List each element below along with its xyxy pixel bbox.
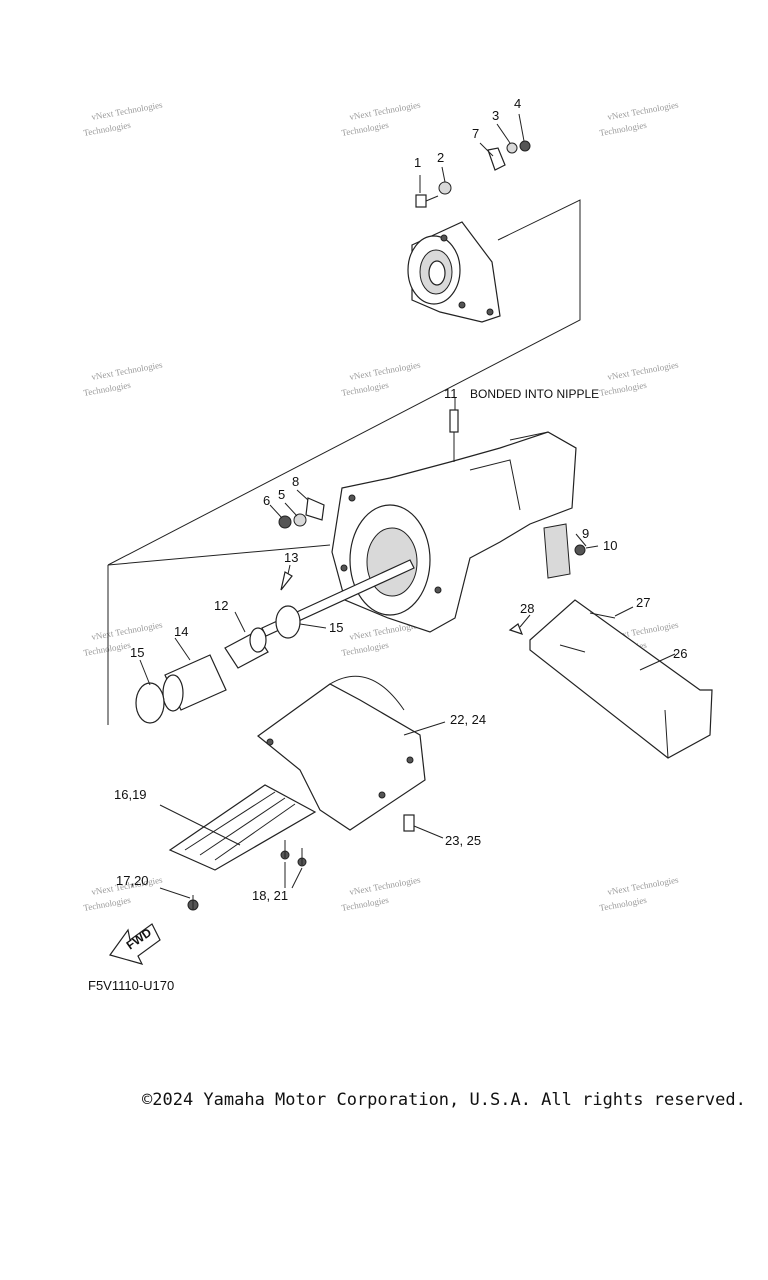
part-6-nut (278, 515, 292, 529)
svg-text:vNext Technologies: vNext Technologies (91, 620, 164, 642)
part-7-plate (487, 147, 506, 171)
part-13-screw (280, 571, 293, 591)
part-22-24-ride-plate (257, 675, 426, 831)
svg-text:vNext Technologies: vNext Technologies (607, 360, 680, 382)
callout-14: 14 (174, 624, 188, 639)
callout-10: 10 (603, 538, 617, 553)
svg-text:vNext Technologies: vNext Technologies (91, 360, 164, 382)
callout-2: 2 (437, 150, 444, 165)
svg-text:vNext Technologies: vNext Technologies (607, 875, 680, 897)
callout-16-19: 16,19 (114, 787, 147, 802)
svg-text:Technologies: Technologies (83, 380, 132, 398)
part-23-25-bolt (403, 814, 415, 832)
part-15-clamp (275, 605, 301, 639)
part-4-nut (519, 140, 531, 152)
exploded-view-lines (107, 199, 581, 725)
svg-text:Technologies: Technologies (599, 380, 648, 398)
callout-6: 6 (263, 493, 270, 508)
callout-1: 1 (414, 155, 421, 170)
part-16-19-intake-grate (168, 784, 317, 871)
svg-text:Technologies: Technologies (341, 640, 390, 658)
svg-text:Technologies: Technologies (599, 895, 648, 913)
part-1-bolt (415, 194, 439, 208)
callout-22-24: 22, 24 (450, 712, 486, 727)
bonded-note: BONDED INTO NIPPLE (470, 387, 599, 401)
fwd-arrow-icon: FWD (109, 923, 161, 965)
part-26-plate (529, 599, 713, 759)
svg-text:vNext Technologies: vNext Technologies (349, 875, 422, 897)
callout-4: 4 (514, 96, 521, 111)
part-14-hose (162, 654, 227, 712)
bearing-housing (407, 221, 501, 323)
copyright-notice: ©2024 Yamaha Motor Corporation, U.S.A. A… (142, 1090, 746, 1110)
svg-text:Technologies: Technologies (341, 895, 390, 913)
callout-26: 26 (673, 646, 687, 661)
callout-13: 13 (284, 550, 298, 565)
svg-text:Technologies: Technologies (341, 120, 390, 138)
callout-15b: 15 (329, 620, 343, 635)
callout-27: 27 (636, 595, 650, 610)
svg-text:Technologies: Technologies (83, 640, 132, 658)
part-8-plate (305, 497, 325, 521)
callout-28: 28 (520, 601, 534, 616)
part-27-screw (589, 612, 616, 619)
part-2-washer (438, 181, 452, 195)
part-3-washer (506, 142, 518, 154)
callout-15a: 15 (130, 645, 144, 660)
part-9-pad (543, 523, 571, 579)
callout-3: 3 (492, 108, 499, 123)
callout-5: 5 (278, 487, 285, 502)
svg-text:vNext Technologies: vNext Technologies (349, 100, 422, 122)
callout-9: 9 (582, 526, 589, 541)
part-18-21-screw (297, 848, 307, 867)
svg-text:Technologies: Technologies (83, 120, 132, 138)
svg-text:Technologies: Technologies (599, 120, 648, 138)
part-5-washer (293, 513, 307, 527)
callout-18-21: 18, 21 (252, 888, 288, 903)
leader-lines (139, 113, 676, 899)
svg-text:vNext Technologies: vNext Technologies (349, 360, 422, 382)
part-11-nipple (449, 409, 459, 462)
callout-12: 12 (214, 598, 228, 613)
svg-text:vNext Technologies: vNext Technologies (91, 100, 164, 122)
callout-17-20: 17,20 (116, 873, 149, 888)
part-12-coupler (224, 627, 269, 669)
svg-text:Technologies: Technologies (83, 895, 132, 913)
svg-text:vNext Technologies: vNext Technologies (607, 100, 680, 122)
svg-text:Technologies: Technologies (341, 380, 390, 398)
part-17-20-screw (187, 895, 199, 911)
part-15-clamp (135, 682, 165, 724)
callout-11: 11 (444, 386, 458, 401)
part-27-screw (559, 644, 586, 653)
callout-7: 7 (472, 126, 479, 141)
part-10-bolt (574, 544, 586, 556)
callout-23-25: 23, 25 (445, 833, 481, 848)
callouts: 1 2 3 4 7 11 BONDED INTO NIPPLE 8 5 6 9 … (114, 96, 687, 903)
part-28-clip (508, 623, 524, 635)
part-18-21-screw (280, 840, 290, 860)
diagram-code: F5V1110-U170 (88, 978, 175, 993)
callout-8: 8 (292, 474, 299, 489)
